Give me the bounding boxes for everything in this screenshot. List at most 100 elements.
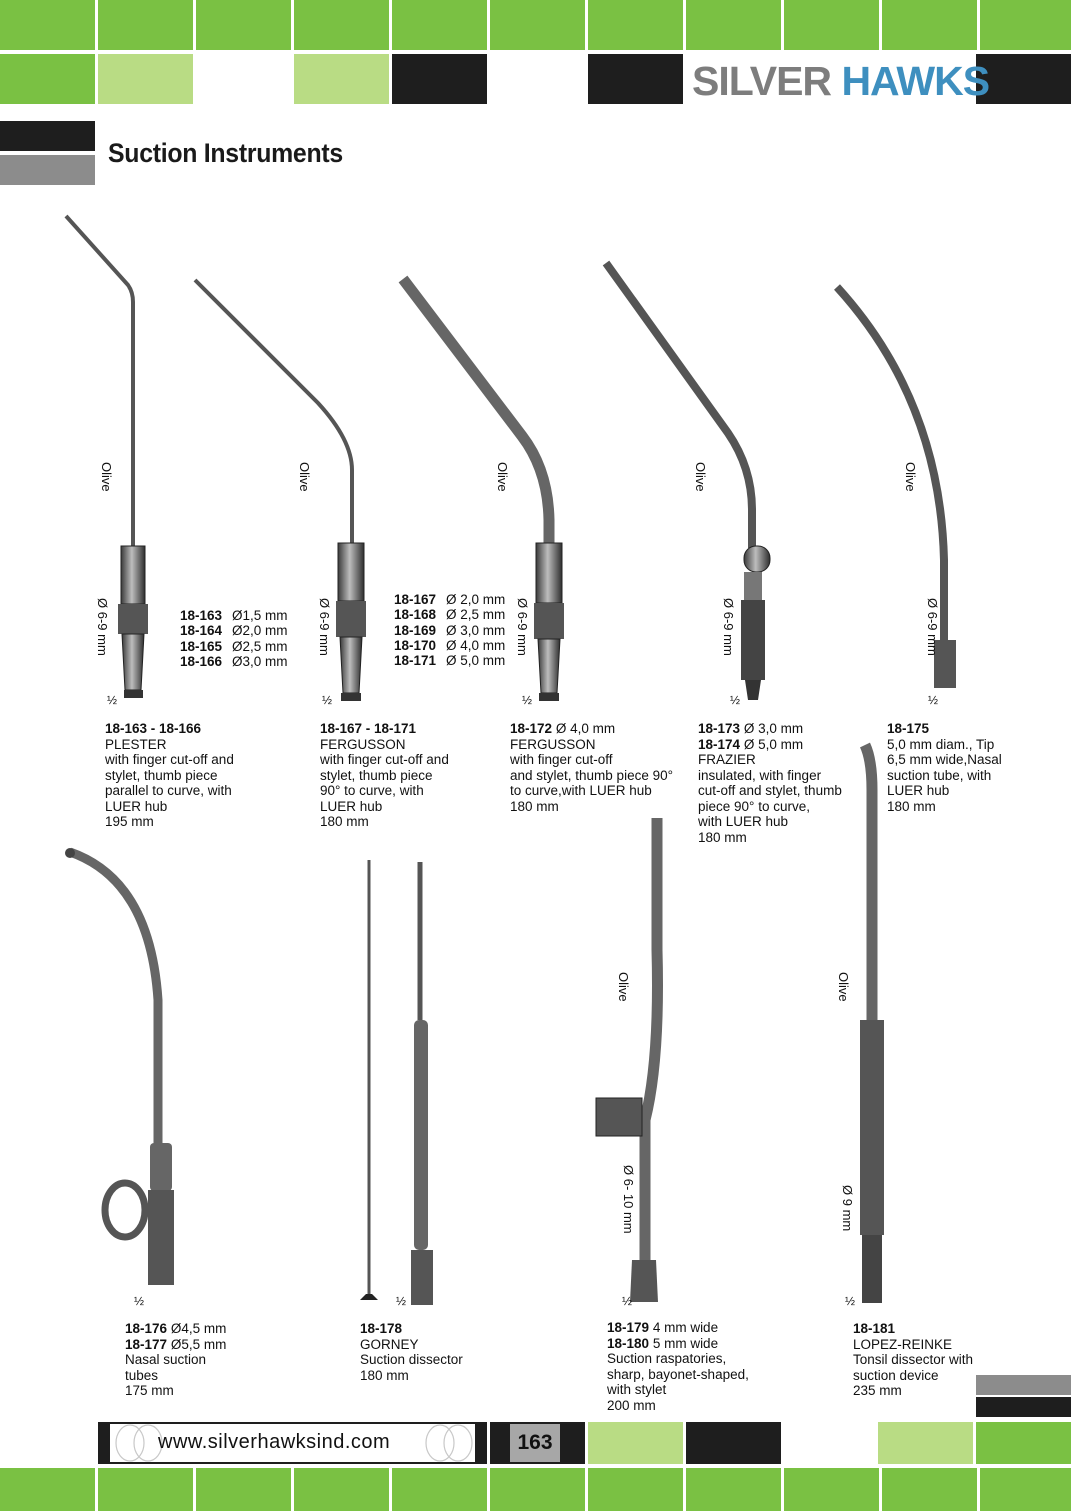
product-code: 18-180 <box>607 1335 650 1351</box>
product-code: 18-172 <box>510 721 553 736</box>
half-scale-mark: ½ <box>730 693 741 707</box>
nasal175-caption: 18-175 5,0 mm diam., Tip 6,5 mm wide,Nas… <box>887 721 1002 814</box>
size: Ø 3,0 mm <box>446 622 506 638</box>
product-length: 180 mm <box>360 1367 409 1383</box>
desc-line: with finger cut-off and <box>105 752 234 767</box>
desc-line: LUER hub <box>320 798 383 814</box>
product-code: 18-163 - 18-166 <box>105 721 202 736</box>
size: Ø2,5 mm <box>232 638 288 654</box>
desc-line: piece 90° to curve, <box>698 798 810 814</box>
fergusson2-caption: 18-172 Ø 4,0 mm FERGUSSON with finger cu… <box>510 721 673 814</box>
page-number: 163 <box>510 1424 560 1462</box>
size: Ø 2,0 mm <box>446 592 506 607</box>
product-code: 18-174 <box>698 736 741 752</box>
lopez-caption: 18-181 LOPEZ-REINKE Tonsil dissector wit… <box>853 1321 973 1399</box>
half-scale-mark: ½ <box>845 1294 856 1308</box>
half-scale-mark: ½ <box>322 693 333 707</box>
product-length: 175 mm <box>125 1383 174 1398</box>
code-row: 18-170 Ø 4,0 mm <box>394 638 505 653</box>
product-length: 195 mm <box>105 814 154 829</box>
frazier-caption: 18-173 Ø 3,0 mm 18-174 Ø 5,0 mm FRAZIER … <box>698 721 842 845</box>
fergusson-caption: 18-167 - 18-171 FERGUSSON with finger cu… <box>320 721 449 830</box>
size: Ø1,5 mm <box>232 608 288 623</box>
size: Ø3,0 mm <box>232 653 288 669</box>
product-name: FERGUSSON <box>510 736 596 752</box>
size: 4 mm wide <box>652 1320 719 1335</box>
desc-line: insulated, with finger <box>698 767 822 783</box>
size: Ø 4,0 mm <box>446 637 506 653</box>
product-length: 180 mm <box>698 829 747 845</box>
code: 18-164 <box>180 623 223 639</box>
desc-line: suction tube, with <box>887 767 992 783</box>
raspatory-caption: 18-179 4 mm wide 18-180 5 mm wide Suctio… <box>607 1320 749 1413</box>
size: Ø 4,0 mm <box>555 721 616 736</box>
side-bar-dark <box>976 1397 1071 1417</box>
desc-line: parallel to curve, with <box>105 783 232 798</box>
brand-logo-part2: HAWKS <box>841 58 990 104</box>
desc-line: sharp, bayonet-shaped, <box>607 1366 749 1382</box>
half-scale-mark: ½ <box>622 1294 633 1308</box>
product-code: 18-176 <box>125 1321 168 1336</box>
size: Ø2,0 mm <box>232 623 288 639</box>
size: Ø4,5 mm <box>170 1321 227 1336</box>
nasal176-caption: 18-176 Ø4,5 mm 18-177 Ø5,5 mm Nasal suct… <box>125 1321 226 1399</box>
product-length: 180 mm <box>320 814 369 829</box>
size: Ø 3,0 mm <box>743 721 804 736</box>
product-code: 18-167 - 18-171 <box>320 721 417 736</box>
product-length: 200 mm <box>607 1397 656 1413</box>
desc-line: Suction raspatories, <box>607 1351 727 1366</box>
half-scale-mark: ½ <box>522 693 533 707</box>
desc-line: suction device <box>853 1367 939 1383</box>
size: Ø5,5 mm <box>170 1336 227 1352</box>
code-row: 18-168 Ø 2,5 mm <box>394 607 505 622</box>
half-scale-mark: ½ <box>107 693 118 707</box>
size: Ø 2,5 mm <box>446 607 506 623</box>
desc-line: with LUER hub <box>698 814 789 829</box>
product-length: 180 mm <box>510 798 559 814</box>
product-name: GORNEY <box>360 1336 419 1352</box>
product-name: PLESTER <box>105 736 167 752</box>
code-row: 18-165 Ø2,5 mm <box>180 639 288 654</box>
code: 18-165 <box>180 638 223 654</box>
code: 18-168 <box>394 607 437 623</box>
brand-logo-part1: SILVER <box>692 58 832 104</box>
product-code: 18-175 <box>887 721 930 736</box>
side-bar-gray <box>976 1375 1071 1395</box>
desc-line: stylet, thumb piece <box>105 767 218 783</box>
desc-line: LUER hub <box>887 783 950 798</box>
desc-line: LUER hub <box>105 798 168 814</box>
plester-caption: 18-163 - 18-166 PLESTER with finger cut-… <box>105 721 234 830</box>
desc-line: and stylet, thumb piece 90° <box>510 767 673 783</box>
desc-line: tubes <box>125 1367 159 1383</box>
product-name: LOPEZ-REINKE <box>853 1336 953 1352</box>
desc-line: Suction dissector <box>360 1352 463 1367</box>
desc-line: Tonsil dissector with <box>853 1352 974 1367</box>
product-code: 18-177 <box>125 1336 168 1352</box>
product-code: 18-178 <box>360 1321 403 1336</box>
desc-line: stylet, thumb piece <box>320 767 433 783</box>
half-scale-mark: ½ <box>396 1294 407 1308</box>
desc-line: to curve,with LUER hub <box>510 783 652 798</box>
product-code: 18-173 <box>698 721 741 736</box>
brand-logo: SILVER HAWKS <box>692 58 990 105</box>
product-length: 235 mm <box>853 1383 902 1398</box>
footer-website-link[interactable]: www.silverhawksind.com <box>158 1431 391 1453</box>
page-title: Suction Instruments <box>108 138 343 168</box>
code: 18-166 <box>180 653 223 669</box>
desc-line: with finger cut-off <box>510 752 613 767</box>
title-bar-dark <box>0 121 95 151</box>
code: 18-170 <box>394 637 437 653</box>
code: 18-171 <box>394 653 437 669</box>
gorney-caption: 18-178 GORNEY Suction dissector 180 mm <box>360 1321 463 1383</box>
product-length: 180 mm <box>887 798 936 814</box>
product-name: FERGUSSON <box>320 736 406 752</box>
